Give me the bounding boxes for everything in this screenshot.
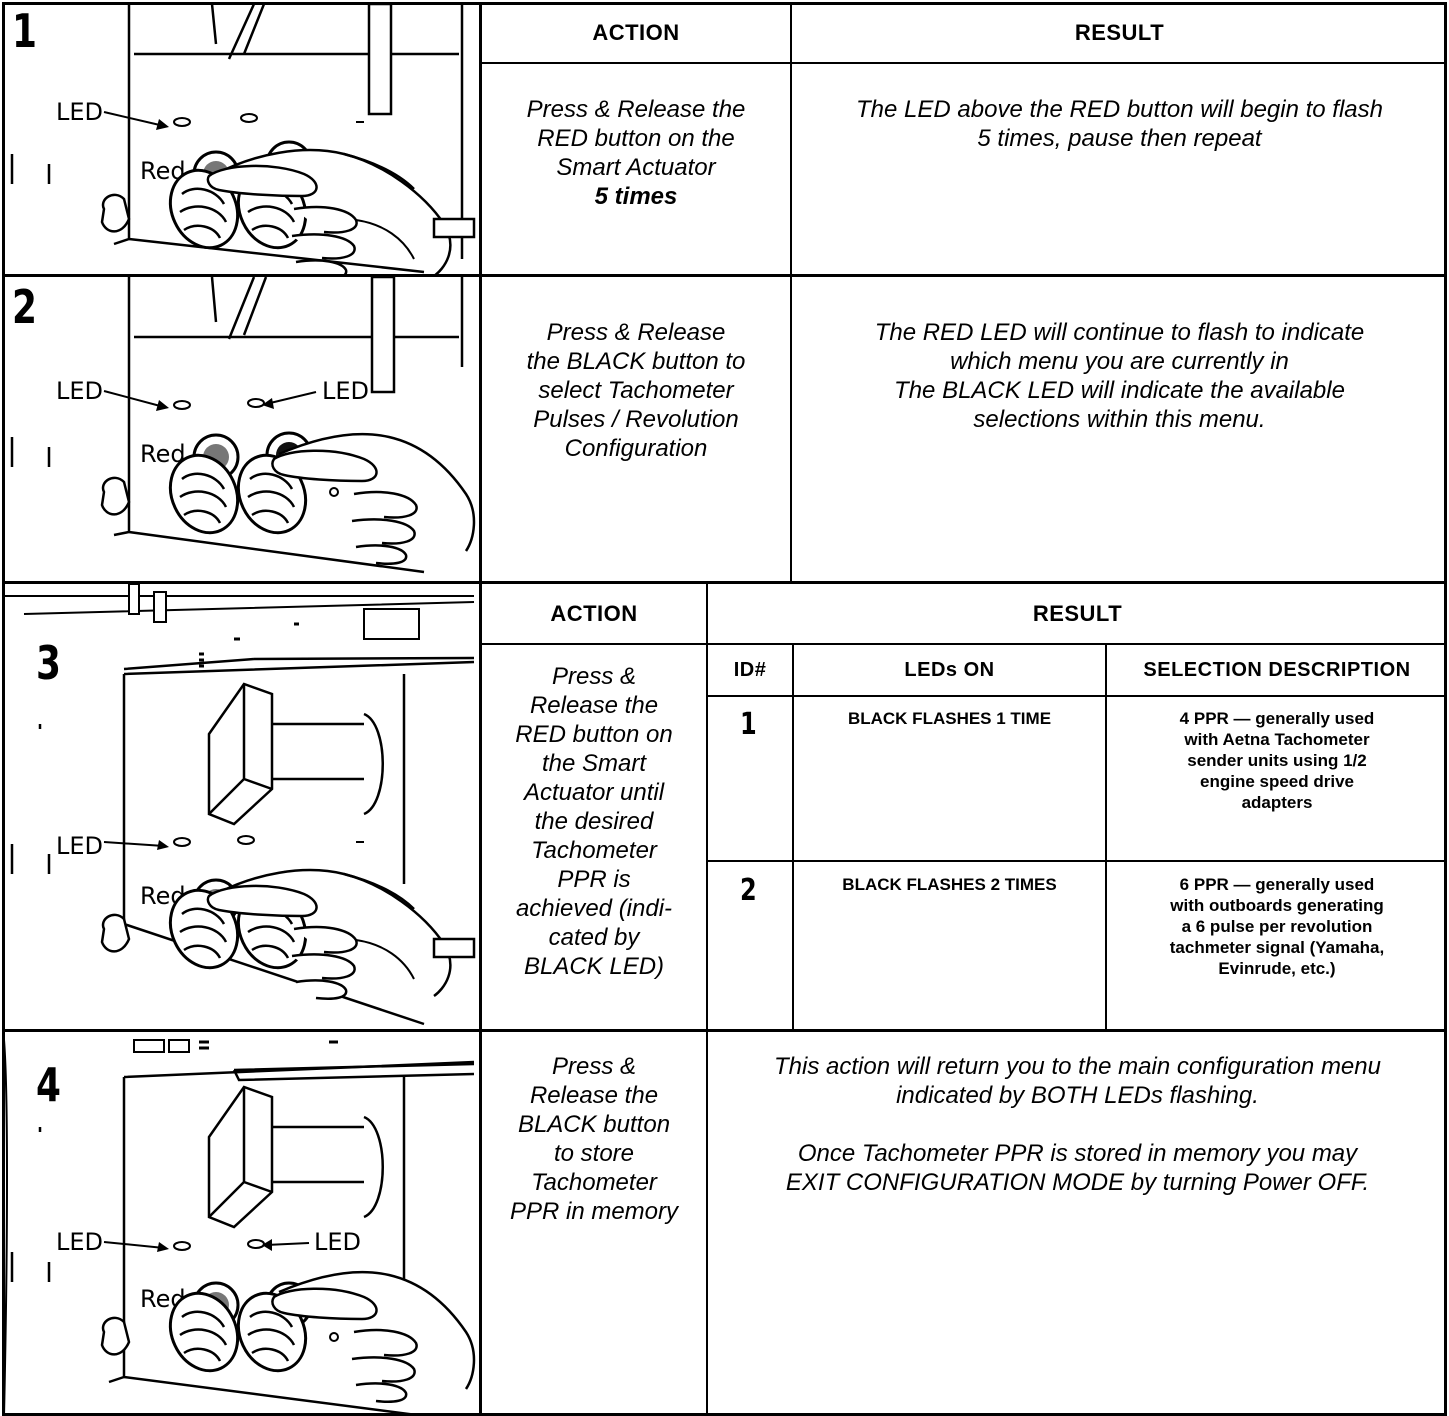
- action-text-step-2: Press & Release the BLACK button to sele…: [526, 319, 746, 462]
- led-label-right: LED: [314, 1228, 361, 1256]
- result-text-step-4: This action will return you to the main …: [774, 1053, 1381, 1196]
- column-divider: [790, 2, 792, 583]
- led-label: LED: [56, 98, 103, 126]
- action-text-step-1: Press & Release the RED button on the Sm…: [526, 96, 746, 210]
- led-label: LED: [56, 1228, 103, 1256]
- column-divider: [706, 582, 708, 1416]
- led-label: LED: [56, 832, 103, 860]
- action-header: ACTION: [592, 20, 680, 45]
- selection-leds: BLACK FLASHES 2 TIMES: [842, 875, 1057, 894]
- actuator-illustration: LED LED Red: [10, 277, 476, 574]
- action-emphasis: 5 times: [594, 183, 678, 210]
- actuator-illustration: LED LED Red: [4, 1039, 476, 1416]
- subtable-header-rule: [707, 695, 1447, 697]
- result-header-row3: RESULT: [1032, 600, 1123, 626]
- selection-leds: BLACK FLASHES 1 TIME: [847, 709, 1052, 728]
- actuator-illustration: LED Red: [10, 4, 476, 274]
- led-label-right: LED: [322, 377, 369, 405]
- subtable-column-divider: [792, 645, 794, 1031]
- image-column-divider: [479, 2, 482, 1416]
- action-text-step-3: Press & Release the RED button on the Sm…: [515, 663, 673, 980]
- subtable-column-divider: [1105, 645, 1107, 1031]
- selection-description: 4 PPR — generally used with Aetna Tachom…: [1179, 709, 1375, 812]
- step-number: 2: [12, 280, 37, 334]
- step-number: 3: [36, 636, 61, 690]
- subtable-header-leds: LEDs ON: [904, 658, 995, 681]
- subtable-header-id: ID#: [733, 658, 767, 681]
- result-header: RESULT: [1074, 20, 1165, 45]
- step-number: 1: [12, 4, 37, 58]
- header-rule: [480, 643, 1447, 645]
- action-header-row3: ACTION: [550, 600, 638, 626]
- actuator-illustration: LED Red: [4, 584, 476, 1026]
- selection-description: 6 PPR — generally used with outboards ge…: [1169, 875, 1385, 978]
- row-divider: [2, 581, 1447, 584]
- action-text-step-4: Press & Release the BLACK button to stor…: [509, 1053, 679, 1225]
- selection-id: 2: [740, 873, 757, 908]
- led-label: LED: [56, 377, 103, 405]
- row-divider: [2, 1029, 1447, 1032]
- result-text-step-1: The LED above the RED button will begin …: [856, 96, 1383, 152]
- step-number: 4: [36, 1058, 61, 1112]
- subtable-row-rule: [707, 860, 1447, 862]
- header-rule: [480, 62, 1447, 64]
- selection-id: 1: [740, 707, 757, 742]
- result-text-step-2: The RED LED will continue to flash to in…: [874, 319, 1365, 433]
- subtable-header-description: SELECTION DESCRIPTION: [1143, 658, 1411, 681]
- row-divider: [2, 274, 1447, 277]
